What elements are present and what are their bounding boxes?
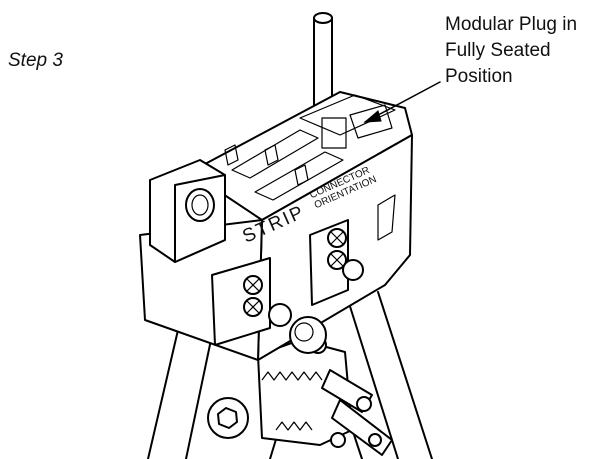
callout-line-2: Fully Seated: [445, 40, 551, 61]
ratchet-mechanism: [257, 336, 393, 456]
callout-arrow: [363, 81, 441, 123]
hex-bolt: [207, 397, 249, 439]
callout-text: Modular Plug in Fully Seated Position: [445, 12, 577, 90]
wire-guide-knob: [149, 159, 226, 263]
callout-line-3: Position: [445, 66, 513, 87]
step-label: Step 3: [8, 50, 63, 71]
blade-screws: [211, 219, 364, 354]
callout-line-1: Modular Plug in: [445, 14, 578, 35]
orientation-marker: [377, 194, 396, 241]
